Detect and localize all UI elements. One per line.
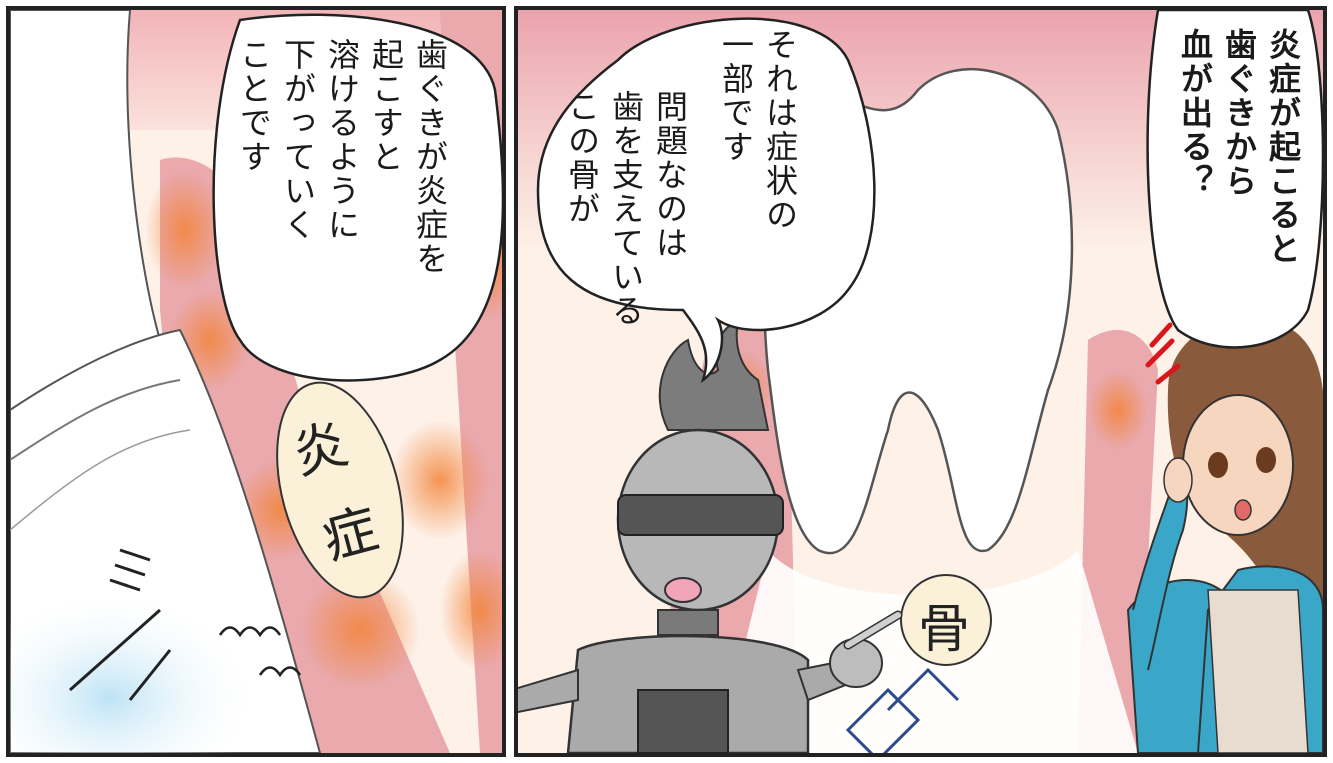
robot-character	[518, 318, 903, 753]
speech-bubble-robot-1-text: それは症状の 一部です	[714, 28, 802, 232]
woman-character	[1126, 318, 1323, 753]
bubble-line: 起こすと	[367, 38, 405, 174]
tooth-bone-illustration	[518, 10, 1323, 753]
bubble-line: それは症状の	[761, 28, 799, 232]
speech-bubble-woman-text: 炎症が起こると 歯ぐきから 血が出る？	[1173, 28, 1305, 266]
manga-panel-left: 歯ぐきが炎症を 起こすと 溶けるように 下がっていく ことです 炎 症	[6, 6, 506, 757]
bubble-line: 問題なのは	[651, 90, 689, 260]
bubble-line: 血が出る？	[1176, 28, 1214, 198]
bubble-line: 溶けるように	[323, 38, 361, 242]
manga-panel-right: それは症状の 一部です 問題なのは 歯を支えている この骨が 炎症が起こると 歯…	[514, 6, 1327, 757]
bubble-line: 歯ぐきが炎症を	[411, 38, 449, 276]
bone-label: 骨	[918, 600, 971, 660]
bubble-line: ことです	[235, 38, 273, 174]
bubble-line: この骨が	[563, 90, 601, 226]
bubble-line: 炎症が起こると	[1264, 28, 1302, 266]
speech-bubble-robot-2-text: 問題なのは 歯を支えている この骨が	[560, 90, 692, 328]
speech-bubble-left-text: 歯ぐきが炎症を 起こすと 溶けるように 下がっていく ことです	[232, 38, 452, 276]
bubble-line: 歯ぐきから	[1220, 28, 1258, 198]
gum-inflammation-illustration	[10, 10, 502, 753]
bubble-line: 歯を支えている	[607, 90, 645, 328]
bubble-line: 下がっていく	[279, 38, 317, 242]
bubble-line: 一部です	[717, 28, 755, 164]
